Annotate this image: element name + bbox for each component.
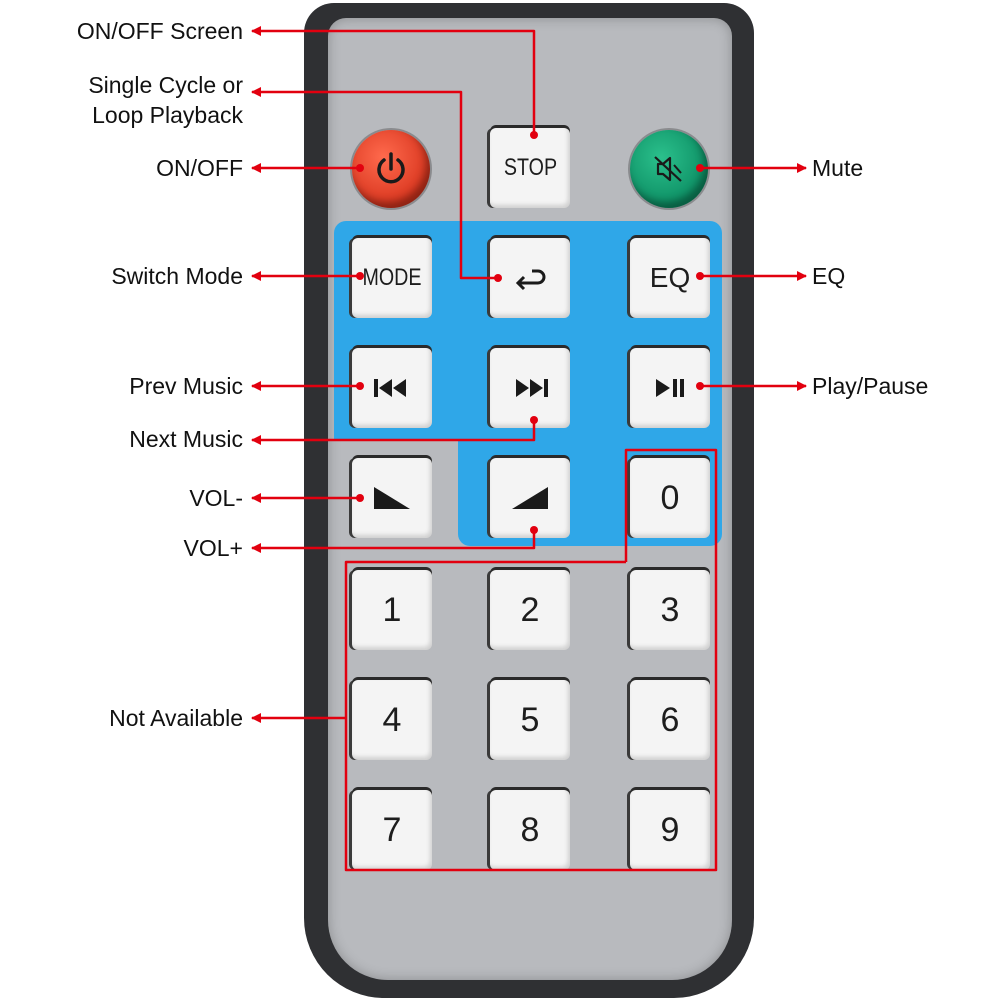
play-pause-button[interactable]	[630, 348, 710, 428]
mode-label: MODE	[362, 264, 422, 291]
vol-down-button[interactable]	[352, 458, 432, 538]
key-8[interactable]: 8	[490, 790, 570, 870]
power-button[interactable]	[352, 130, 430, 208]
key-2-label: 2	[520, 590, 540, 629]
label-vol-minus: VOL-	[189, 485, 243, 511]
stop-button[interactable]: STOP	[490, 128, 570, 208]
volume-down-wedge-icon	[374, 487, 410, 509]
key-4-label: 4	[382, 700, 402, 739]
key-0[interactable]: 0	[630, 458, 710, 538]
skip-next-icon	[516, 379, 548, 397]
mute-button[interactable]	[630, 130, 708, 208]
label-on-off: ON/OFF	[156, 155, 243, 181]
key-9[interactable]: 9	[630, 790, 710, 870]
key-1-label: 1	[382, 590, 402, 629]
label-switch-mode: Switch Mode	[111, 263, 243, 289]
mode-button[interactable]: MODE	[352, 238, 432, 318]
label-mute: Mute	[812, 155, 864, 181]
key-9-label: 9	[660, 810, 680, 849]
key-4[interactable]: 4	[352, 680, 432, 760]
stop-label: STOP	[503, 154, 557, 181]
key-6-label: 6	[660, 700, 680, 739]
speaker-mute-icon	[654, 156, 682, 182]
return-arrow-icon	[515, 269, 546, 291]
power-icon	[377, 152, 405, 184]
label-prev-music: Prev Music	[129, 373, 243, 399]
next-button[interactable]	[490, 348, 570, 428]
skip-previous-icon	[374, 379, 406, 397]
label-play-pause: Play/Pause	[812, 373, 929, 399]
key-1[interactable]: 1	[352, 570, 432, 650]
key-3-label: 3	[660, 590, 680, 629]
label-vol-plus: VOL+	[183, 535, 243, 561]
key-3[interactable]: 3	[630, 570, 710, 650]
label-eq: EQ	[812, 263, 846, 289]
key-6[interactable]: 6	[630, 680, 710, 760]
key-8-label: 8	[520, 810, 540, 849]
eq-key-label: EQ	[649, 262, 691, 293]
vol-up-button[interactable]	[490, 458, 570, 538]
label-next-music: Next Music	[129, 426, 243, 452]
play-pause-icon	[656, 379, 684, 397]
key-0-label: 0	[660, 478, 680, 517]
label-single-cycle-line2: Loop Playback	[92, 102, 243, 128]
label-on-off-screen: ON/OFF Screen	[76, 18, 243, 44]
key-2[interactable]: 2	[490, 570, 570, 650]
volume-up-wedge-icon	[512, 487, 548, 509]
key-5-label: 5	[520, 700, 540, 739]
key-7-label: 7	[382, 810, 402, 849]
label-not-available: Not Available	[109, 705, 243, 731]
key-5[interactable]: 5	[490, 680, 570, 760]
repeat-button[interactable]	[490, 238, 570, 318]
eq-button[interactable]: EQ	[630, 238, 710, 318]
label-single-cycle-line1: Single Cycle or	[88, 72, 243, 98]
key-7[interactable]: 7	[352, 790, 432, 870]
prev-button[interactable]	[352, 348, 432, 428]
